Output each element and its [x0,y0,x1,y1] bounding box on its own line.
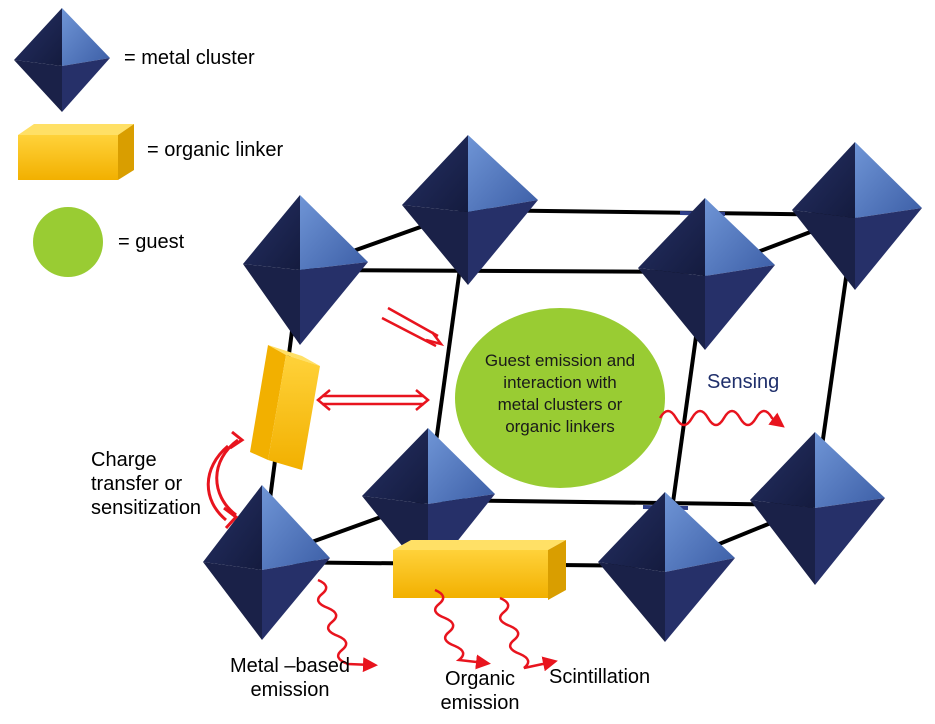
organic-linker-horizontal [393,540,566,600]
metal-cluster-lower-right [750,432,885,585]
guest-text-line: metal clusters or [497,395,623,414]
sensing-wavy-arrow [658,409,785,428]
metal-cluster-back-top [402,135,538,285]
guest-legend-circle [33,207,103,277]
guest-sphere [455,308,665,488]
metal-emission-line: Metal –based [229,655,351,677]
charge-line: Charge [91,449,157,471]
scintillation-wavy-arrow [498,596,558,672]
charge-transfer-label: Charge transfer or sensitization [91,448,201,520]
guest-description: Guest emission and interaction with meta… [455,350,665,438]
charge-transfer-arrows [206,430,245,530]
metal-cluster-back-right [792,142,922,290]
metal-emission-line: emission [250,679,330,701]
organic-emission-wavy-arrow [433,588,491,670]
organic-linker-vertical [250,345,320,470]
guest-text-line: organic linkers [505,417,615,436]
legend-metal-cluster-label: = metal cluster [124,47,255,69]
organic-linker-legend [18,124,134,180]
metal-emission-wavy-arrow [316,578,378,673]
organic-emission-line: Organic [444,668,516,690]
organic-emission-line: emission [440,692,520,714]
guest-text-line: Guest emission and [484,351,636,370]
organic-emission-label: Organic emission [425,667,535,715]
charge-line: transfer or [91,473,183,495]
charge-line: sensitization [91,497,202,519]
scintillation-label: Scintillation [549,666,651,688]
metal-emission-label: Metal –based emission [215,654,365,702]
metal-cluster-mid-right [638,198,775,350]
metal-cluster-bottom-mid [598,492,735,642]
sensing-label: Sensing [707,371,780,393]
legend-organic-linker-label: = organic linker [147,139,284,161]
guest-text-line: interaction with [503,373,617,392]
metal-cluster-legend [14,8,110,112]
legend-guest-label: = guest [118,231,185,253]
excitation-arrow-top [381,306,445,348]
metal-cluster-bottom-left [203,485,330,640]
double-arrow-linker-guest [316,389,430,411]
metal-cluster-back-left [243,195,368,345]
